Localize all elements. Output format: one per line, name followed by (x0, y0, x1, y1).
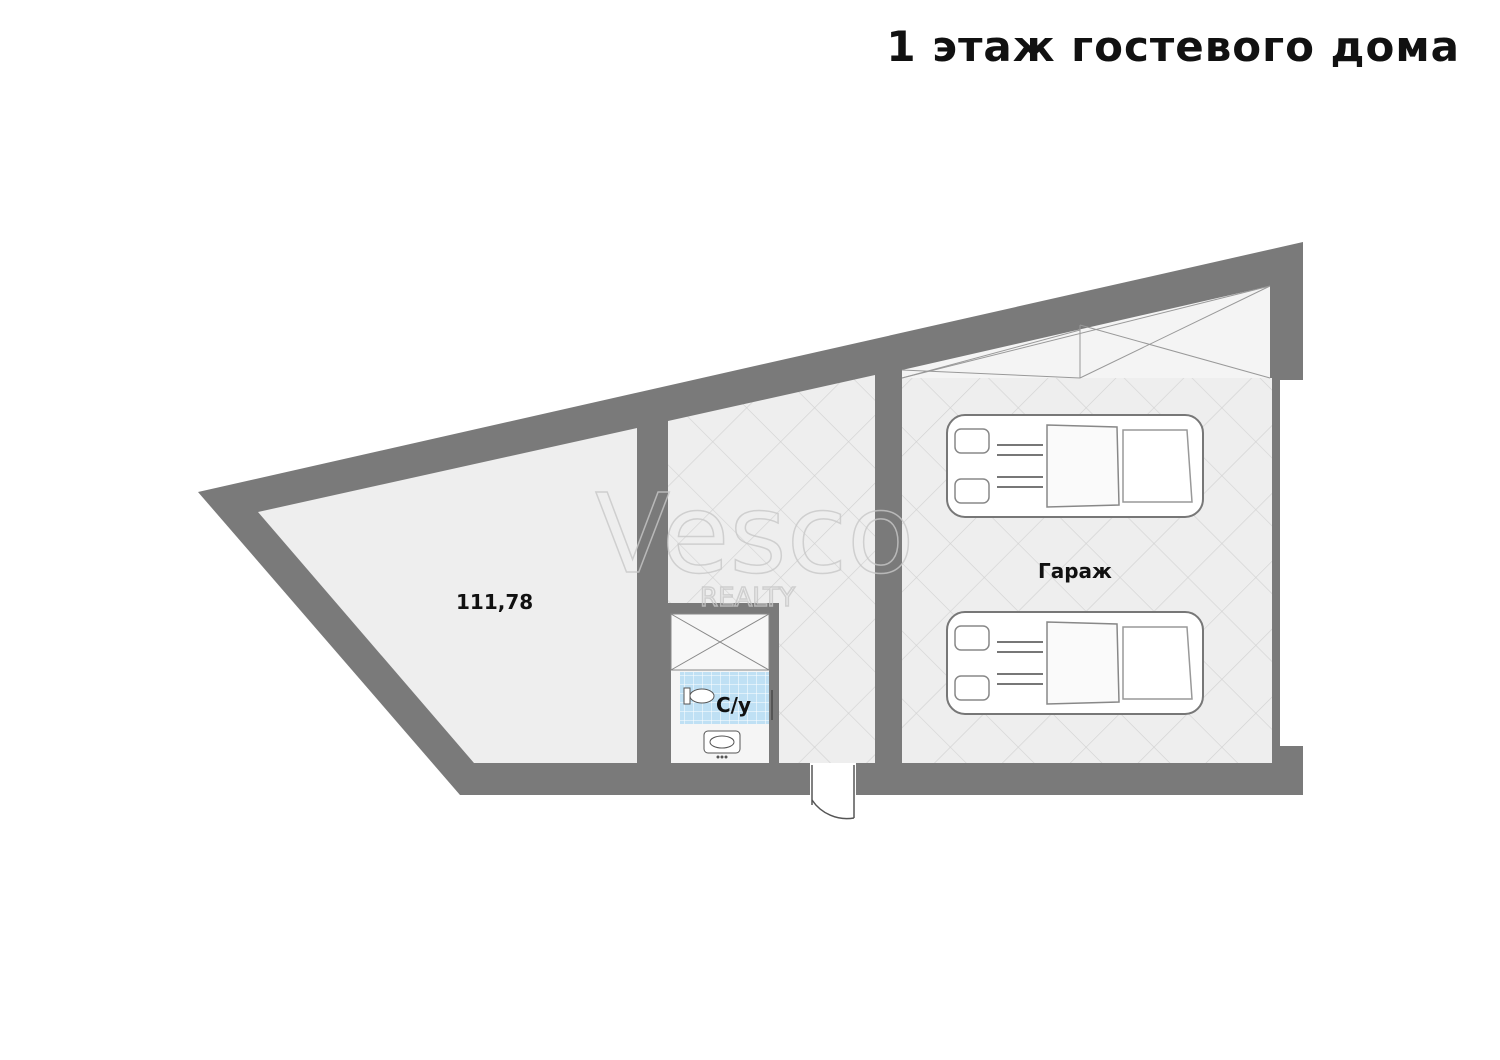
floor-title: 1 этаж гостевого дома (886, 22, 1460, 71)
watermark-brand: Vesco (595, 470, 914, 598)
garage-label: Гараж (1038, 559, 1112, 583)
shower-cross (670, 613, 770, 671)
left-room-floor (258, 428, 637, 763)
entrance-door-opening (810, 763, 856, 797)
entrance-door-icon (811, 765, 855, 820)
hallway-floor (668, 375, 875, 763)
garage-upper-cross (901, 285, 1271, 379)
toilet-icon (683, 687, 715, 705)
sink-icon (703, 730, 741, 759)
car-icon-bottom (946, 611, 1204, 715)
watermark-sub: REALTY (700, 583, 795, 613)
car-icon-top (946, 414, 1204, 518)
left-room-area-label: 111,78 (456, 590, 533, 614)
bathroom-label: С/у (716, 693, 751, 717)
garage-gate-opening (1280, 380, 1303, 746)
